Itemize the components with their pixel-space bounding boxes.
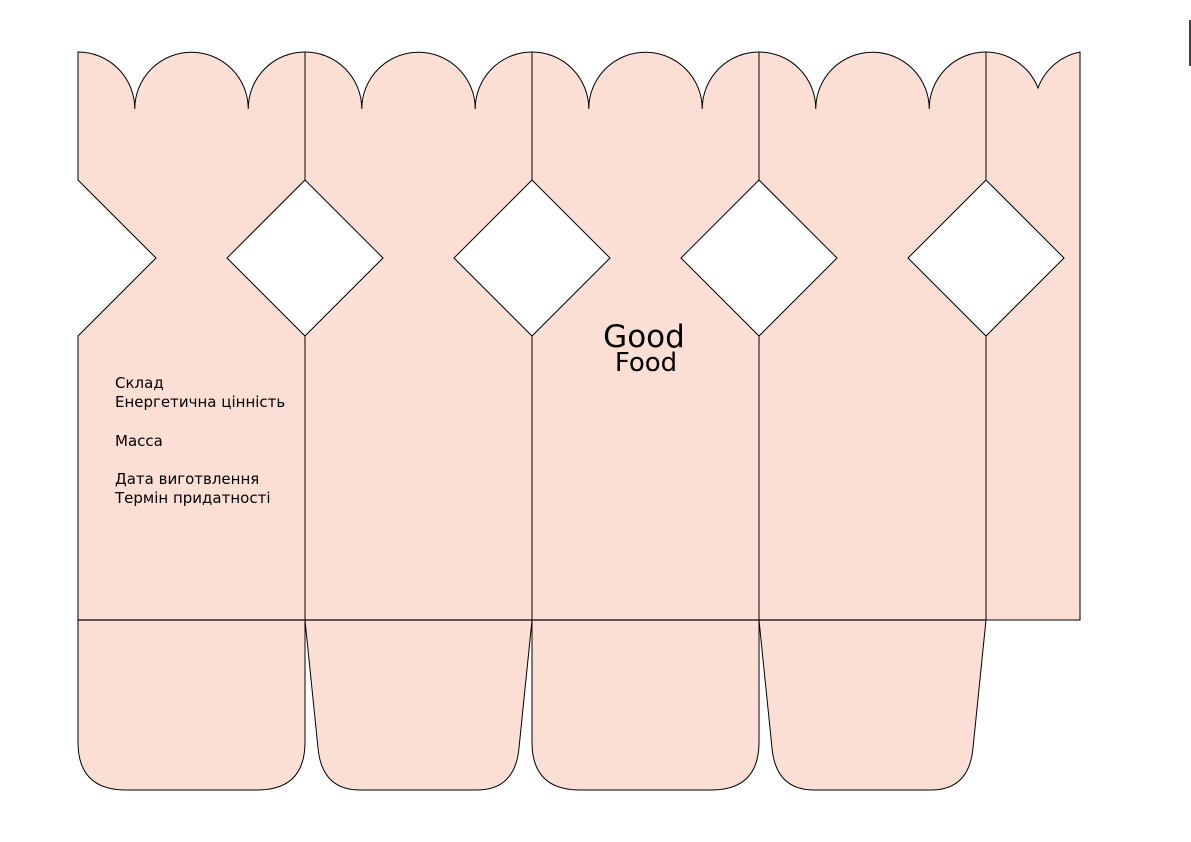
energy-value-label: Енергетична цінність bbox=[115, 393, 285, 411]
net-shapes bbox=[77, 20, 1191, 791]
bottom-flap-2 bbox=[304, 619, 533, 791]
brand-logo: Good Food bbox=[603, 319, 685, 378]
bottom-flap-4 bbox=[758, 619, 987, 791]
mass-label: Масса bbox=[115, 432, 163, 450]
expiry-label: Термін придатності bbox=[114, 489, 271, 507]
brand-line-food: Food bbox=[615, 348, 677, 378]
info-panel: Склад Енергетична цінність Масса Дата ви… bbox=[114, 374, 285, 507]
bottom-flap-1 bbox=[77, 619, 306, 791]
production-date-label: Дата виготвлення bbox=[115, 470, 259, 488]
brand-line-good: Good bbox=[603, 319, 685, 355]
composition-label: Склад bbox=[115, 374, 164, 392]
main-body-outline bbox=[77, 51, 1081, 621]
bottom-flap-3 bbox=[531, 619, 760, 791]
